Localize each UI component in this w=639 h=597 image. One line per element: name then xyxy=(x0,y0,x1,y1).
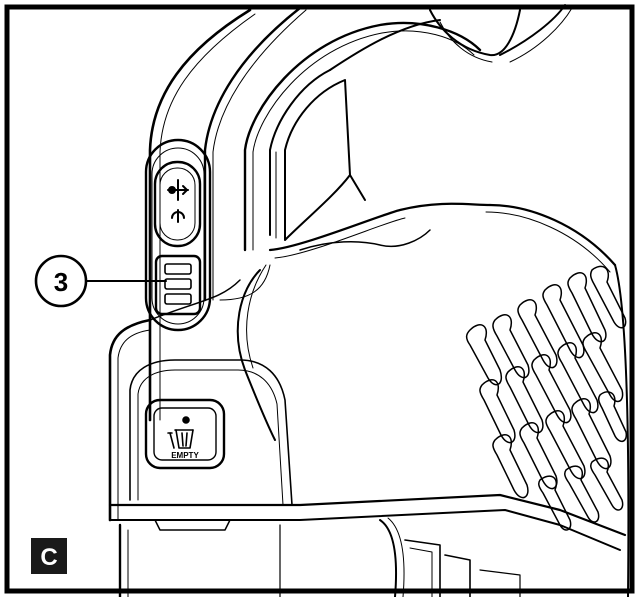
empty-button[interactable] xyxy=(144,398,226,470)
trash-bin-icon xyxy=(167,416,194,449)
level-indicator-icon xyxy=(164,263,192,305)
empty-label: EMPTY xyxy=(171,451,199,460)
figure-frame xyxy=(4,4,635,594)
power-button[interactable] xyxy=(153,160,202,248)
vent-grille xyxy=(465,265,628,531)
power-suction-icon xyxy=(167,179,189,223)
callout-number: 3 xyxy=(54,267,68,297)
handle-loop xyxy=(148,4,573,422)
neck-shoulder xyxy=(236,174,617,441)
panel-label: C xyxy=(31,538,67,574)
control-panel xyxy=(144,138,212,332)
main-body xyxy=(108,264,630,597)
level-indicator xyxy=(154,254,202,316)
panel-letter: C xyxy=(40,544,57,571)
callout-3: 3 xyxy=(34,254,88,308)
